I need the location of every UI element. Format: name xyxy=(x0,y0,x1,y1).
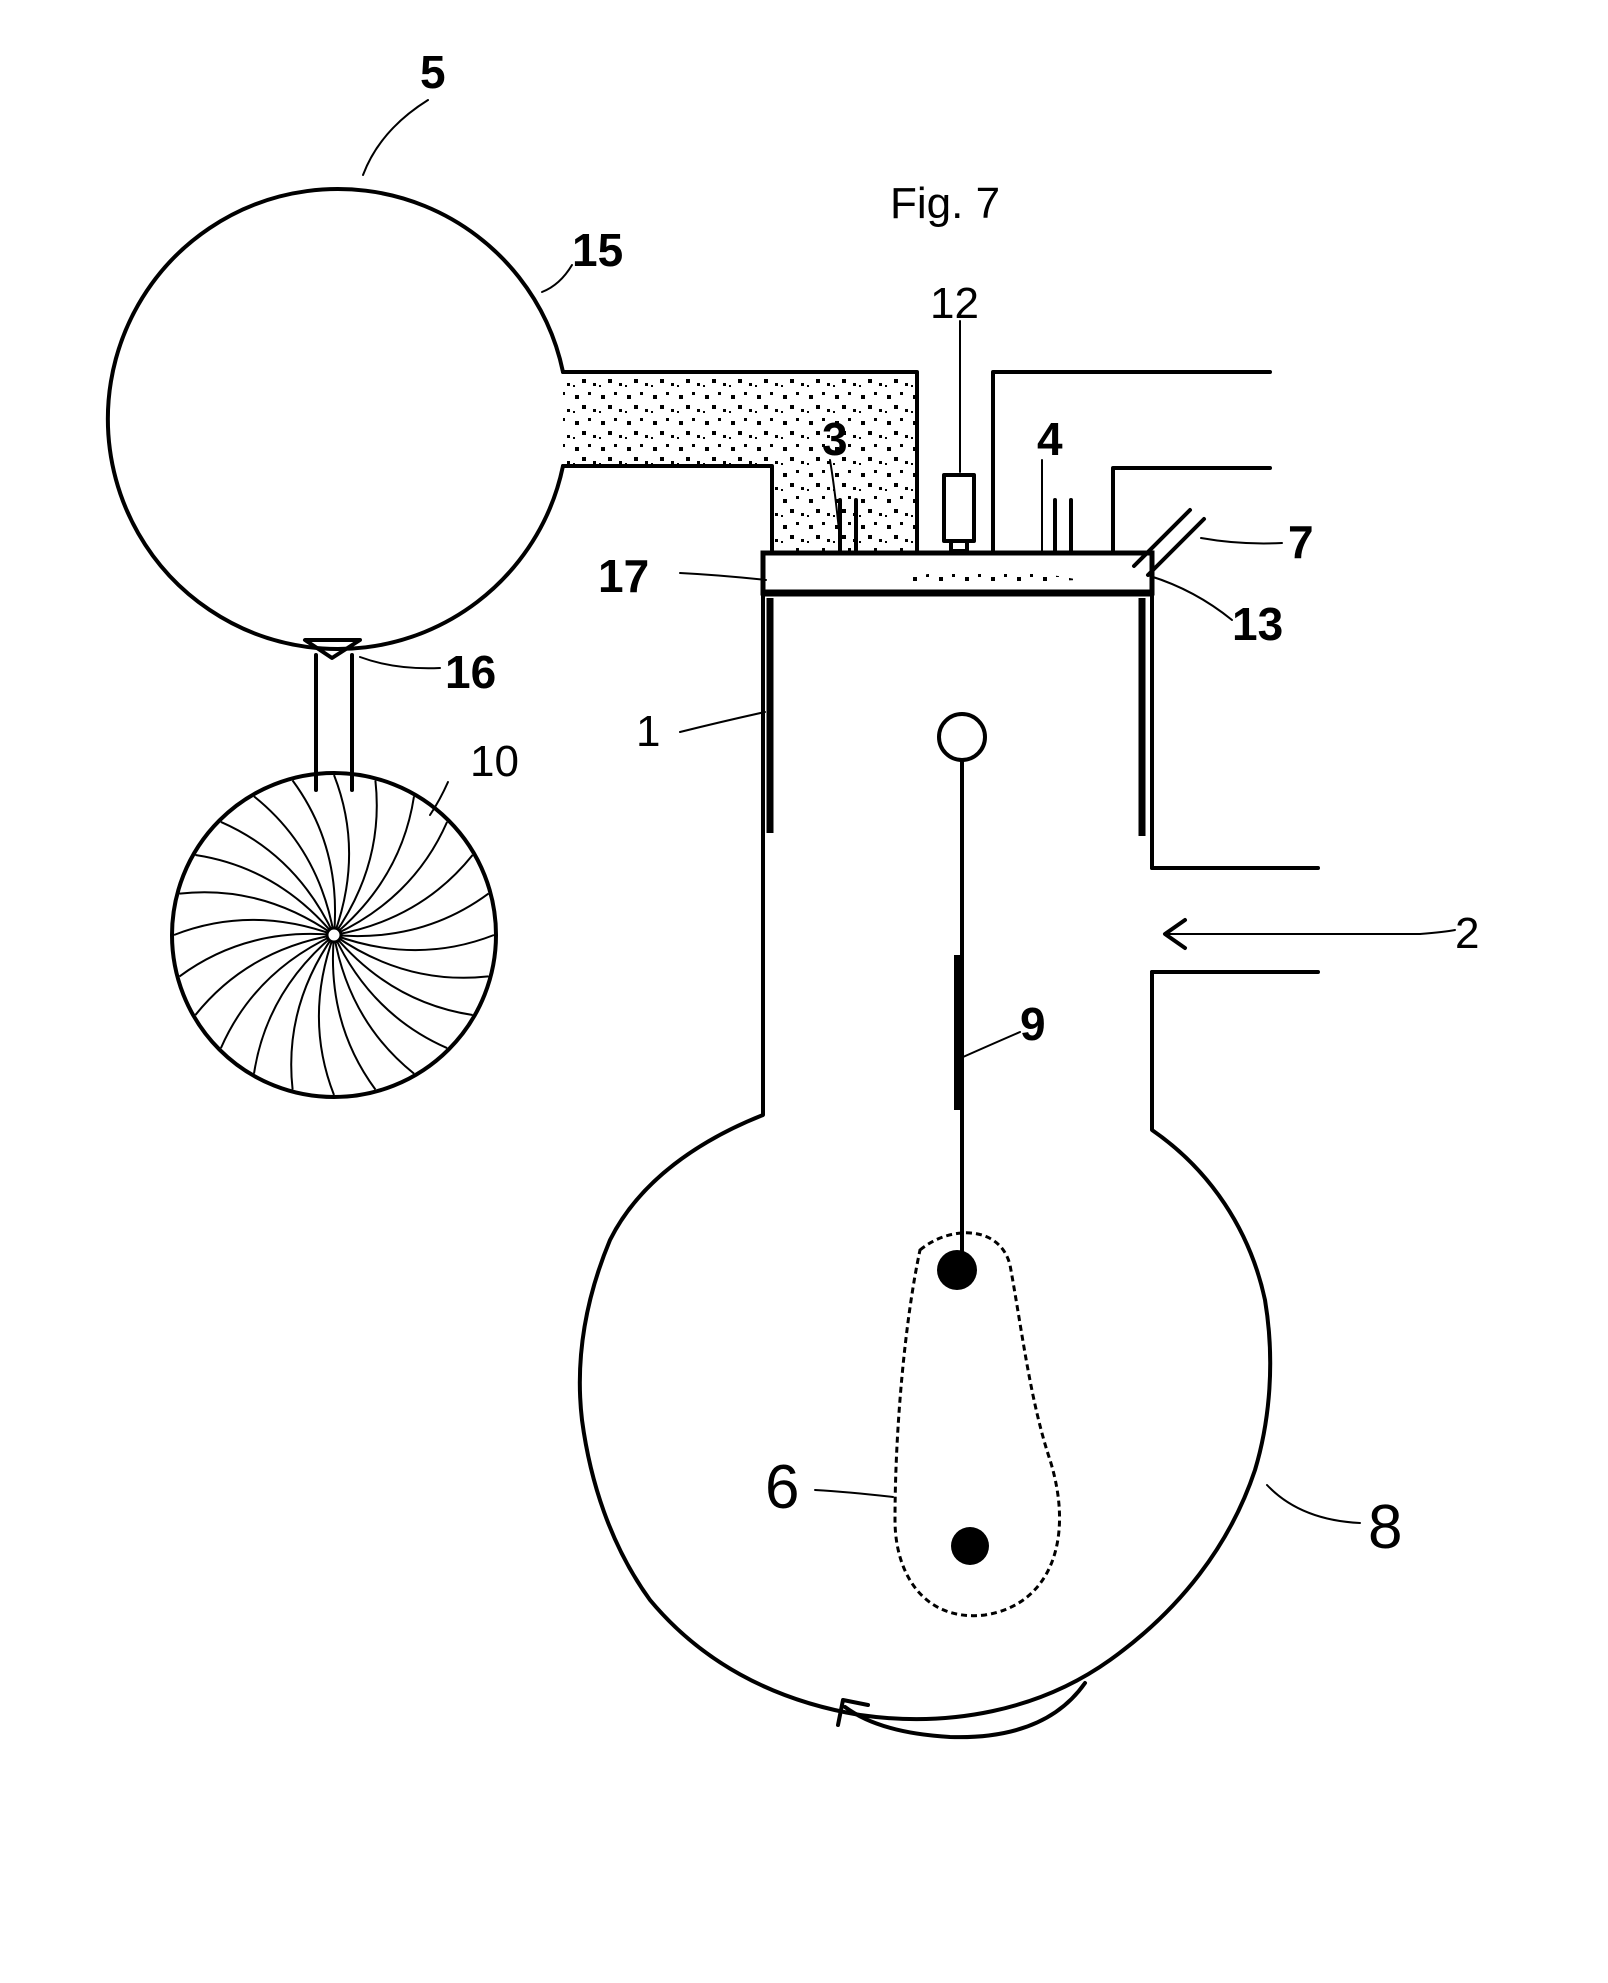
turbine-blade xyxy=(333,934,415,1075)
leader-lines xyxy=(359,99,1456,1524)
valve-16 xyxy=(303,638,362,792)
turbine-blade xyxy=(253,795,335,936)
turbine-blade xyxy=(333,934,489,979)
turbine-blade xyxy=(173,918,335,936)
label-17: 17 xyxy=(598,550,649,602)
turbine xyxy=(170,771,498,1099)
pressure-tank xyxy=(105,187,565,651)
engine-body xyxy=(577,551,1320,1722)
pipe-7 xyxy=(1132,508,1206,577)
turbine-blade xyxy=(333,821,449,936)
turbine-blade xyxy=(333,854,474,936)
labels: 5 15 16 10 12 3 4 7 13 17 1 2 9 6 8 xyxy=(420,46,1479,1562)
label-10: 10 xyxy=(470,737,519,786)
label-1: 1 xyxy=(636,707,660,756)
turbine-blade xyxy=(333,774,351,936)
label-6: 6 xyxy=(765,1453,799,1522)
turbine-blade xyxy=(333,934,473,1016)
rotation-arrow xyxy=(836,1681,1087,1740)
label-3: 3 xyxy=(822,413,848,465)
crank-6 xyxy=(893,1231,1062,1618)
label-5: 5 xyxy=(420,46,446,98)
exhaust-valve-4 xyxy=(1053,498,1073,555)
turbine-blade xyxy=(333,780,378,936)
intake-valve-3 xyxy=(838,498,858,555)
turbine-blade xyxy=(291,779,337,936)
intake-arrow xyxy=(1163,918,1421,950)
turbine-blade xyxy=(333,934,448,1050)
turbine-blade xyxy=(317,934,335,1096)
connecting-rod xyxy=(937,712,987,1262)
label-9: 9 xyxy=(1020,998,1046,1050)
turbine-blade xyxy=(178,932,335,978)
label-4: 4 xyxy=(1037,413,1063,465)
turbine-blade xyxy=(220,820,335,936)
exhaust-housing xyxy=(991,370,1272,555)
turbine-blade xyxy=(290,934,335,1090)
label-12: 12 xyxy=(930,279,979,328)
turbine-blade xyxy=(195,854,335,936)
label-16: 16 xyxy=(445,646,496,698)
turbine-blade xyxy=(333,796,415,936)
label-13: 13 xyxy=(1232,598,1283,650)
combustion-chamber xyxy=(760,550,1155,597)
turbine-blade xyxy=(333,892,490,938)
tank-pipe xyxy=(561,370,919,555)
turbine-blade xyxy=(179,891,335,936)
injector-12 xyxy=(942,473,976,553)
label-8: 8 xyxy=(1368,1493,1402,1562)
label-15: 15 xyxy=(572,224,623,276)
turbine-hub xyxy=(325,926,343,944)
turbine-blade xyxy=(194,934,335,1016)
figure-title: Fig. 7 xyxy=(890,179,1000,228)
turbine-blade xyxy=(253,934,335,1074)
turbine-blade xyxy=(219,934,335,1049)
label-2: 2 xyxy=(1455,909,1479,958)
turbine-blade xyxy=(331,934,377,1091)
fuel-spray xyxy=(885,569,1080,586)
label-7: 7 xyxy=(1288,516,1314,568)
turbine-blade xyxy=(333,934,495,952)
